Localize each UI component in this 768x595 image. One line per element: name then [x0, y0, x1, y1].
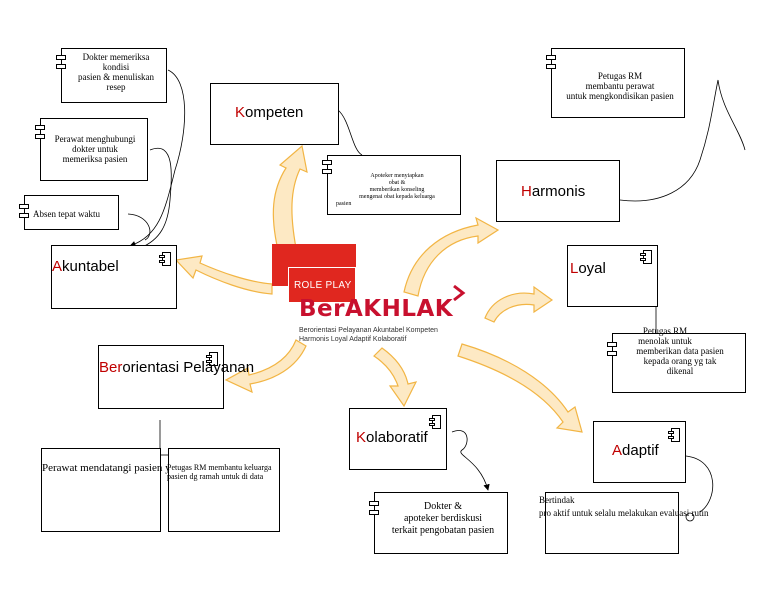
- harmonis-rest: armonis: [531, 183, 586, 200]
- note-line: membantu perawat: [585, 81, 655, 91]
- kompeten-rest: ompeten: [245, 104, 304, 121]
- note-line: kepada orang yg tak: [643, 356, 717, 366]
- value-box-loyal: Loyal: [567, 245, 658, 307]
- arrow-to-akuntabel: [174, 255, 273, 295]
- connector-adaptif-end: [685, 512, 695, 522]
- note-petugas-tolak: Petugas RM menolak untuk memberikan data…: [607, 326, 746, 393]
- note-line: pasien dg ramah untuk di data: [167, 472, 264, 481]
- loyal-rest: oyal: [578, 260, 606, 277]
- connector-dokter: [129, 69, 186, 248]
- arrow-to-berorientasi: [224, 339, 307, 394]
- note-line: Petugas RM membantu keluarga: [167, 463, 272, 472]
- note-line: memberikan konseling: [369, 187, 425, 193]
- note-line: Perawat mendatangi pasien yg kurang seha…: [42, 462, 235, 474]
- note-perawat-datangi: Perawat mendatangi pasien yg kurang seha…: [41, 448, 235, 532]
- harmonis-initial: H: [521, 183, 532, 200]
- arrow-to-kompeten: [272, 144, 308, 251]
- note-line: pasien: [336, 201, 352, 207]
- berorientasi-initial: Ber: [99, 359, 123, 376]
- note-line: menolak untuk: [638, 336, 692, 346]
- connector-harmonis-rm: [619, 79, 746, 202]
- component-icon: [668, 428, 680, 442]
- note-line: terkait pengobatan pasien: [391, 525, 495, 536]
- akuntabel-rest: kuntabel: [62, 258, 119, 275]
- note-line: dokter untuk: [72, 144, 118, 154]
- note-line: Petugas RM: [597, 71, 643, 81]
- note-line: Dokter memeriksa: [82, 52, 150, 62]
- note-line: Bertindak: [539, 495, 575, 505]
- logo-chevron-icon: [453, 284, 466, 302]
- value-box-harmonis: Harmonis: [496, 160, 620, 222]
- note-line: pasien & menuliskan: [78, 72, 154, 82]
- kolaboratif-rest: olaboratif: [366, 429, 428, 446]
- connector-absen: [127, 213, 151, 241]
- value-box-kolaboratif: Kolaboratif: [349, 408, 447, 470]
- component-icon: [429, 415, 441, 429]
- connector-perawat: [139, 147, 172, 249]
- note-dokter: Dokter memeriksa kondisi pasien & menuli…: [56, 48, 167, 103]
- note-line: kondisi: [102, 62, 130, 72]
- connector-adaptif: [685, 455, 714, 513]
- note-line: resep: [106, 82, 126, 92]
- note-dokter-apoteker: Dokter & apoteker berdiskusi terkait pen…: [369, 492, 508, 554]
- note-line: Petugas RM: [642, 326, 688, 336]
- note-line: untuk mengkondisikan pasien: [566, 91, 674, 101]
- note-line: apoteker berdiskusi: [403, 513, 483, 524]
- arrow-to-kolaboratif: [373, 347, 418, 408]
- connector-apoteker: [337, 109, 363, 156]
- note-perawat-hubungi: Perawat menghubungi dokter untuk memerik…: [35, 118, 148, 181]
- note-line: memeriksa pasien: [62, 154, 128, 164]
- logo-tagline-2: Harmonis Loyal Adaptif Kolaboratif: [299, 336, 407, 343]
- loyal-initial: L: [570, 260, 579, 277]
- kompeten-initial: K: [235, 104, 246, 121]
- arrow-to-harmonis: [403, 216, 500, 297]
- note-line: Absen tepat waktu: [33, 209, 100, 219]
- berakhlak-logo: BerAKHLAK: [299, 296, 454, 322]
- logo-tagline-1: Berorientasi Pelayanan Akuntabel Kompete…: [299, 327, 438, 334]
- adaptif-initial: A: [612, 442, 623, 459]
- connector-kolaboratif: [451, 430, 490, 491]
- component-icon: [206, 352, 218, 366]
- note-line: memberikan data pasien: [636, 346, 724, 356]
- note-line: pro aktif untuk selalu melakukan evaluas…: [539, 508, 709, 518]
- note-petugas-bantu: Petugas RM membantu perawat untuk mengko…: [546, 48, 685, 118]
- note-apoteker: Apoteker menyiapkan obat & memberikan ko…: [322, 155, 461, 215]
- value-box-berorientasi: Berorientasi Pelayanan: [98, 345, 254, 409]
- value-box-kompeten: Kompeten: [210, 83, 339, 145]
- role-play-label: ROLE PLAY: [294, 280, 352, 291]
- note-bertindak: Bertindak pro aktif untuk selalu melakuk…: [539, 492, 708, 554]
- note-line: Dokter &: [423, 501, 463, 512]
- note-petugas-bantu-keluarga: Petugas RM membantu keluarga pasien dg r…: [167, 448, 280, 532]
- note-line: mengenai obat kepada keluarga: [359, 194, 435, 200]
- note-line: Apoteker menyiapkan: [370, 173, 424, 179]
- kolaboratif-initial: K: [356, 429, 367, 446]
- note-line: Perawat menghubungi: [54, 134, 136, 144]
- arrow-to-adaptif: [457, 343, 583, 433]
- value-box-adaptif: Adaptif: [593, 421, 686, 483]
- note-absen: Absen tepat waktu: [19, 195, 119, 230]
- akuntabel-initial: A: [52, 258, 63, 275]
- value-box-akuntabel: Akuntabel: [51, 245, 177, 309]
- arrow-to-loyal: [484, 285, 554, 323]
- component-icon: [640, 250, 652, 264]
- component-icon: [159, 252, 171, 266]
- logo-red-block-front: [288, 267, 356, 303]
- note-line: dikenal: [666, 366, 694, 376]
- berorientasi-rest: orientasi Pelayanan: [122, 359, 255, 376]
- adaptif-rest: daptif: [622, 442, 659, 459]
- note-line: obat &: [388, 180, 406, 186]
